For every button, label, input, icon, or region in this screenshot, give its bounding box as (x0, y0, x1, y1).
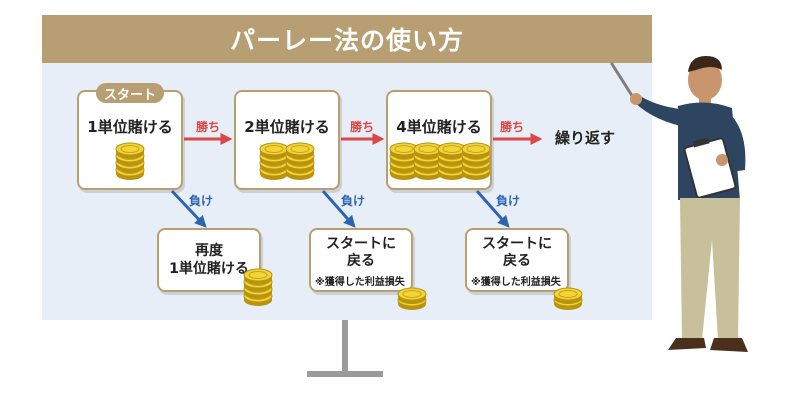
title-bar: パーレー法の使い方 (42, 15, 652, 63)
lose-label-3: 負け (496, 194, 521, 208)
step-label-3: 4単位賭ける (396, 118, 482, 136)
loss-line2-3: 戻る (503, 253, 531, 269)
lose-arrow-2 (321, 190, 356, 228)
lose-label-1: 負け (189, 194, 214, 208)
loss-box-3: スタートに 戻る ※獲得した利益損失 (465, 228, 569, 292)
loss-line2-1: 1単位賭ける (169, 261, 249, 277)
step-box-2: 2単位賭ける (234, 90, 340, 190)
loss-note-3: ※獲得した利益損失 (471, 277, 561, 288)
loss-line2-2: 戻る (347, 253, 375, 269)
coin-stack-loss-2 (397, 287, 427, 311)
coin-stack-loss-1 (243, 268, 273, 307)
loss-box-2: スタートに 戻る ※獲得した利益損失 (309, 228, 413, 292)
lose-arrow-3 (475, 190, 510, 228)
board-stand-pole (342, 320, 348, 375)
diagram-title: パーレー法の使い方 (229, 26, 464, 55)
start-badge: スタート (96, 83, 164, 103)
lose-arrow-1 (170, 189, 207, 228)
coin-stack-loss-3 (553, 287, 583, 311)
repeat-label: 繰り返す (555, 129, 616, 147)
coin-stack-3 (389, 142, 491, 181)
loss-line1-3: スタートに (482, 236, 552, 252)
step-label-2: 2単位賭ける (244, 118, 330, 136)
loss-note-2: ※獲得した利益損失 (315, 277, 405, 288)
coin-stack-2 (259, 142, 315, 181)
win-label-3: 勝ち (500, 120, 525, 134)
lose-label-2: 負け (341, 194, 366, 208)
win-label-2: 勝ち (350, 120, 375, 134)
win-label-1: 勝ち (196, 120, 221, 134)
presenter-illustration (610, 56, 748, 352)
loss-line1-2: スタートに (326, 236, 396, 252)
board-stand-base (307, 371, 383, 377)
coin-stack-1 (115, 142, 145, 181)
step-label-1: 1単位賭ける (87, 118, 173, 136)
loss-line1-1: 再度 (195, 243, 223, 259)
